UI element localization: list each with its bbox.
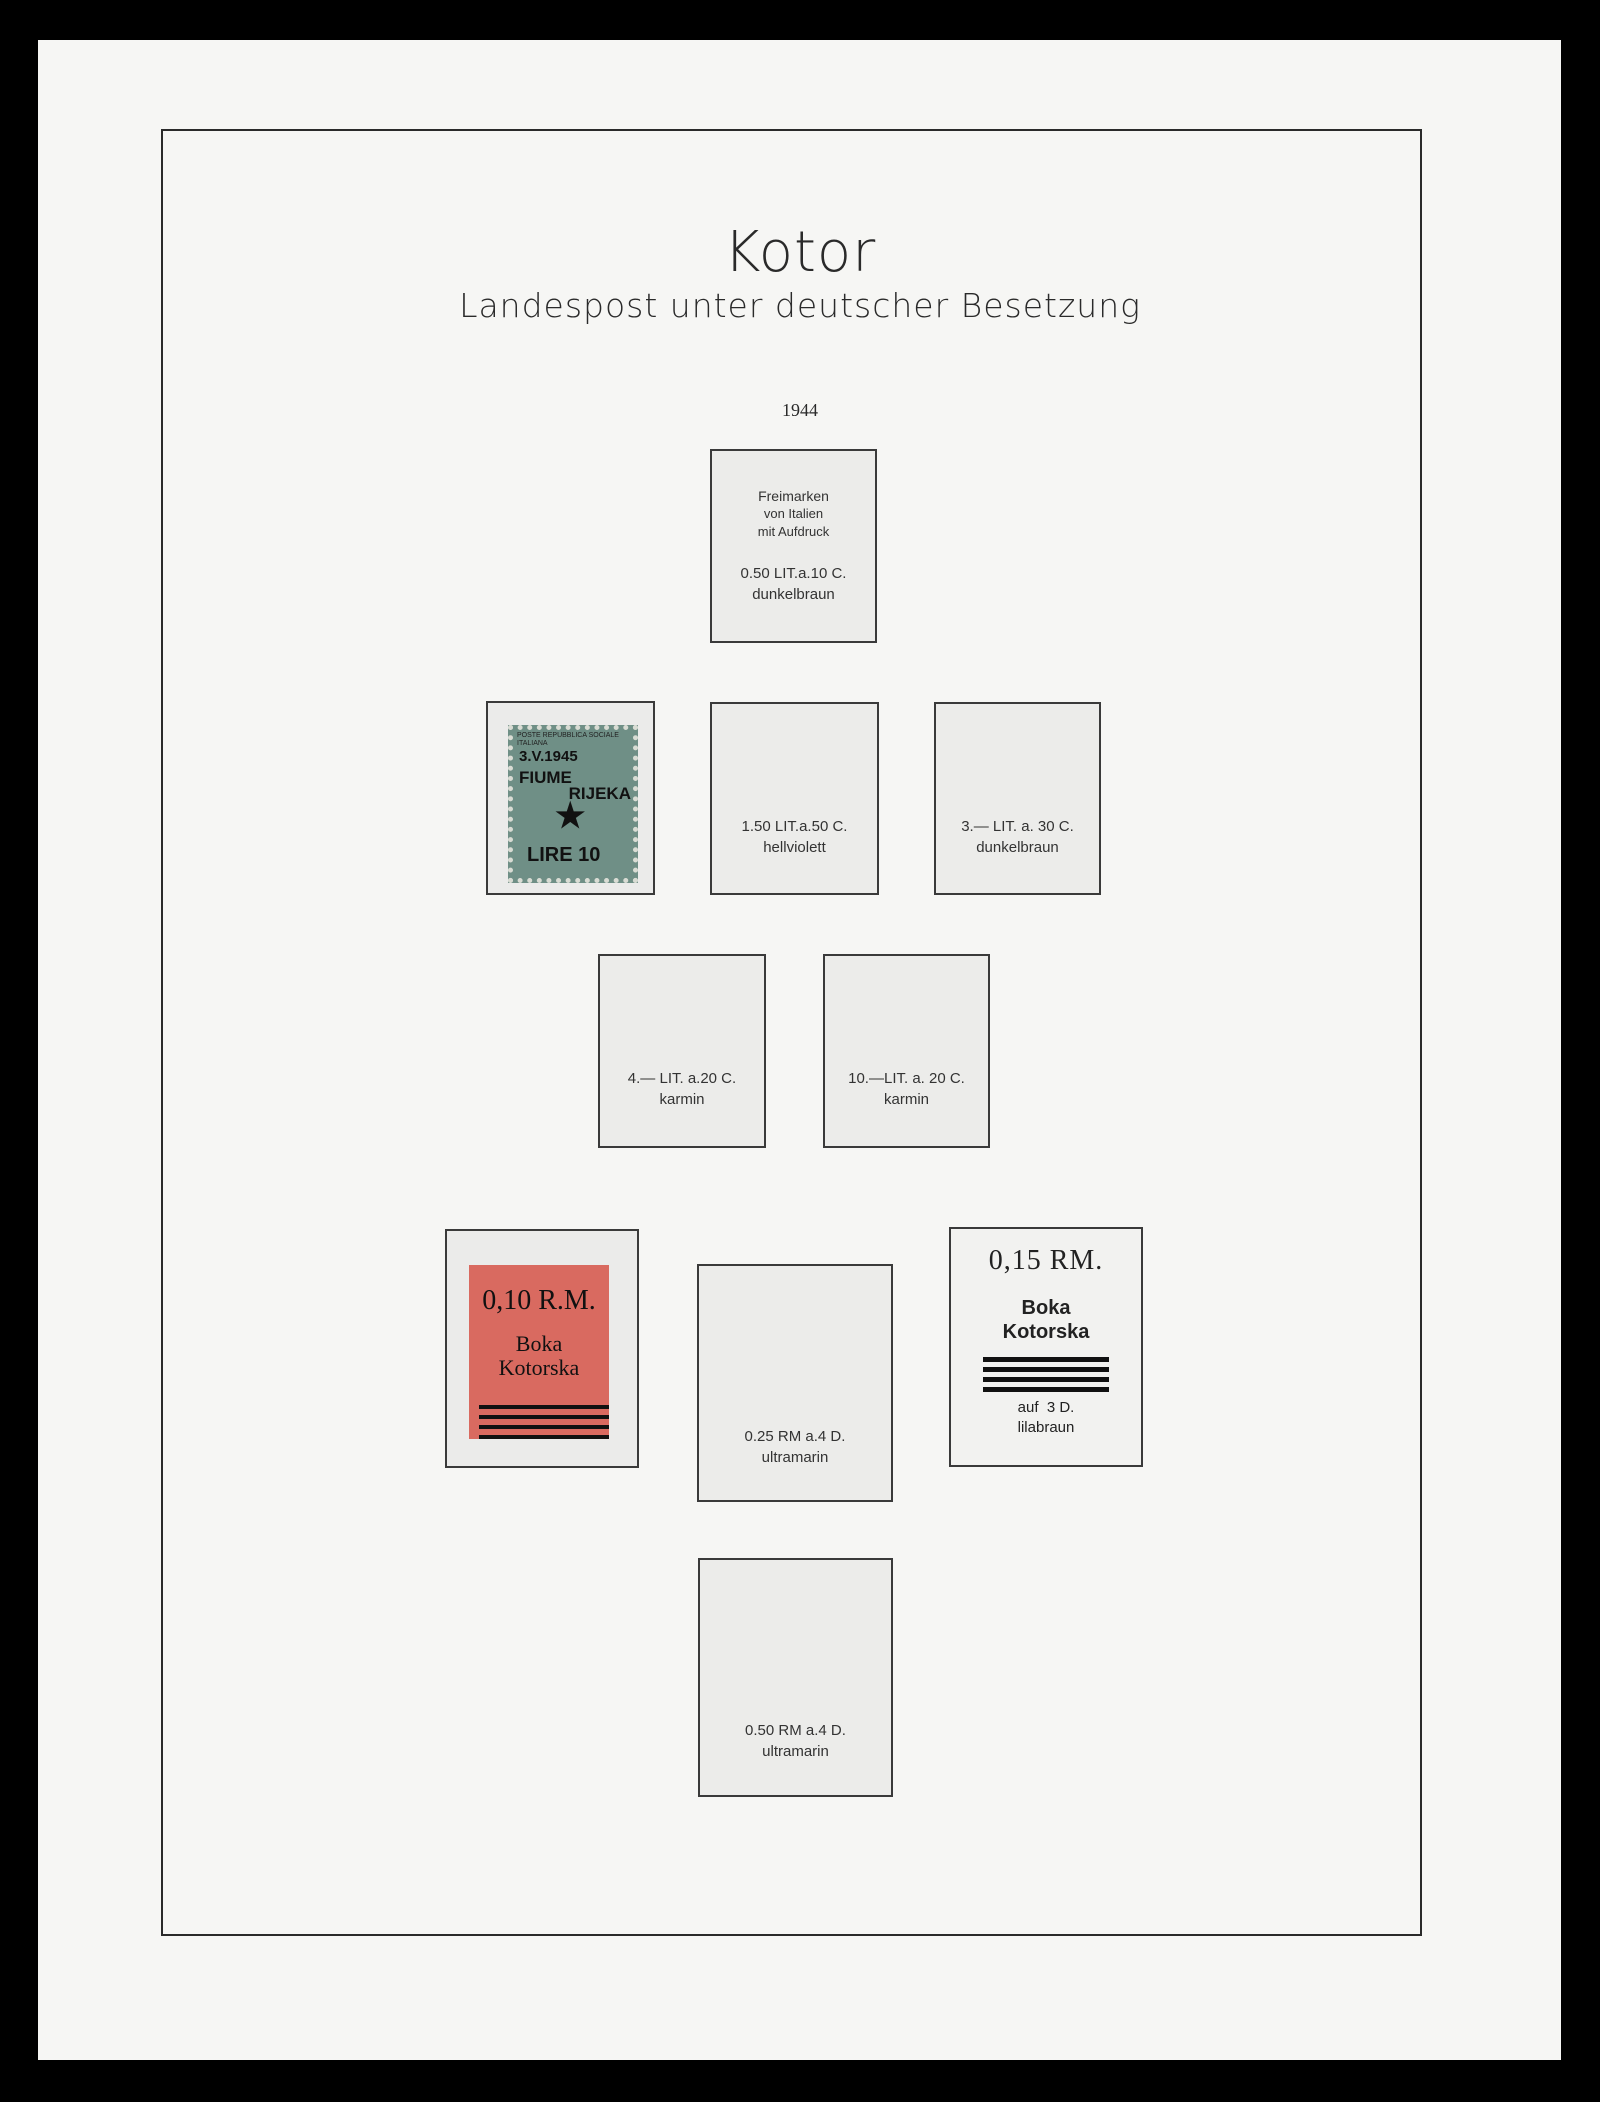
printed-line: Boka	[1021, 1297, 1071, 1319]
stamp-overprint: 0,10 R.M.	[482, 1285, 596, 1316]
overprint-bar	[479, 1405, 609, 1409]
stamp-fiume-rijeka: POSTE REPUBBLICA SOCIALE ITALIANA 3.V.19…	[508, 725, 638, 883]
stamp-color: dunkelbraun	[976, 839, 1059, 856]
stamp-boka-kotorska: 0,10 R.M. Boka Kotorska	[469, 1265, 609, 1439]
star-icon: ★	[555, 797, 586, 835]
stamp-color: karmin	[883, 1091, 929, 1108]
page-title: Kotor	[723, 220, 877, 285]
overprint-bar	[983, 1377, 1109, 1382]
stamp-overprint: 3.V.1945	[519, 748, 578, 765]
stamp-space: 4.— LIT. a.20 C. karmin	[598, 954, 766, 1148]
stamp-space: 3.— LIT. a. 30 C. dunkelbraun	[934, 702, 1101, 895]
page-subtitle: Landespost unter deutscher Besetzung	[459, 286, 1141, 325]
stamp-value: 4.— LIT. a.20 C.	[627, 1070, 737, 1087]
stamp-overprint: Boka	[515, 1331, 563, 1356]
printed-stamp-space: 0,15 RM. Boka Kotorska auf 3 D. lilabrau…	[949, 1227, 1143, 1467]
overprint-bar	[479, 1425, 609, 1429]
printed-base: auf 3 D.	[1017, 1399, 1075, 1416]
intro-line: mit Aufdruck	[757, 524, 830, 539]
stamp-space: 10.—LIT. a. 20 C. karmin	[823, 954, 990, 1148]
overprint-bar	[983, 1357, 1109, 1362]
printed-value: 0,15 RM.	[988, 1245, 1104, 1276]
overprint-bar	[983, 1387, 1109, 1392]
stamp-overprint: RIJEKA	[568, 784, 631, 803]
stamp-color: ultramarin	[761, 1449, 829, 1466]
stamp-value: 3.— LIT. a. 30 C.	[961, 818, 1074, 835]
stamp-color: dunkelbraun	[752, 586, 835, 603]
year-label: 1944	[782, 400, 818, 420]
printed-line: Kotorska	[1002, 1321, 1090, 1343]
stamp-overprint: LIRE 10	[527, 844, 601, 866]
stamp-value: 0.50 LIT.a.10 C.	[740, 565, 847, 582]
stamp-color: ultramarin	[762, 1743, 829, 1760]
intro-line: von Italien	[763, 506, 824, 521]
stamp-value: 1.50 LIT.a.50 C.	[741, 818, 848, 835]
stamp-overprint: FIUME	[519, 768, 572, 787]
page-border	[161, 129, 1422, 1936]
stamp-header-text: POSTE REPUBBLICA SOCIALE ITALIANA	[517, 732, 619, 747]
stamp-value: 10.—LIT. a. 20 C.	[848, 1070, 965, 1087]
stamp-value: 0.50 RM a.4 D.	[745, 1722, 846, 1739]
stamp-space: 1.50 LIT.a.50 C. hellviolett	[710, 702, 879, 895]
stamp-value: 0.25 RM a.4 D.	[744, 1428, 846, 1445]
overprint-bar	[479, 1415, 609, 1419]
stamp-overprint: Kotorska	[498, 1355, 580, 1380]
overprint-bar	[983, 1367, 1109, 1372]
stamp-mount-red: 0,10 R.M. Boka Kotorska	[445, 1229, 639, 1468]
stamp-color: hellviolett	[763, 839, 826, 856]
stamp-color: karmin	[659, 1091, 705, 1108]
overprint-bar	[479, 1435, 609, 1439]
intro-line: Freimarken	[758, 488, 829, 504]
stamp-color: lilabraun	[1017, 1419, 1075, 1436]
stamp-space: 0.50 RM a.4 D. ultramarin	[698, 1558, 893, 1797]
stamp-mount-green: POSTE REPUBBLICA SOCIALE ITALIANA 3.V.19…	[486, 701, 655, 895]
stamp-space: 0.25 RM a.4 D. ultramarin	[697, 1264, 893, 1502]
stamp-space-intro: Freimarken von Italien mit Aufdruck 0.50…	[710, 449, 877, 643]
